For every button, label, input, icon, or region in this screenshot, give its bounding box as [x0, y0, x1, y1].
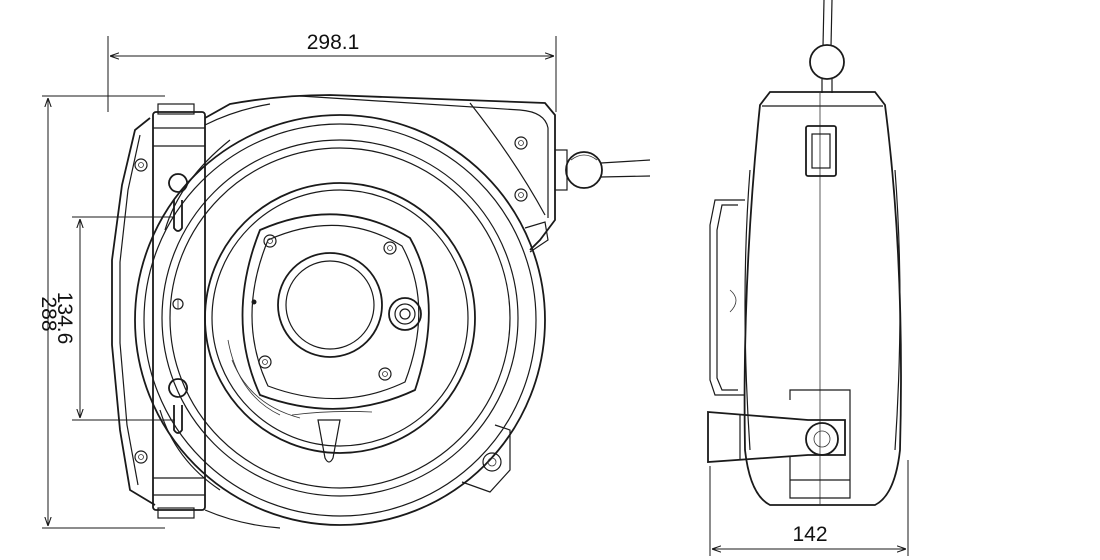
side-body: [743, 91, 902, 506]
housing-top-edge: [204, 94, 556, 251]
dimension-height: 288: [37, 95, 165, 529]
dimension-height-label: 288: [37, 296, 60, 331]
dimension-mount-spacing: 134.6: [53, 216, 175, 421]
side-view: [707, 0, 902, 506]
drum-band-outer: [161, 139, 519, 497]
dimension-depth: 142: [709, 460, 909, 556]
dimension-mount-spacing-label: 134.6: [53, 292, 76, 345]
dimension-width: 298.1: [107, 31, 557, 112]
side-plate: [709, 199, 745, 396]
lower-clip: [789, 389, 851, 499]
hose-outlet: [554, 149, 651, 191]
hub-ring: [204, 182, 476, 454]
bottom-pointer: [317, 419, 341, 463]
inner-plate: [241, 213, 430, 410]
center-hole: [277, 252, 383, 358]
housing-foot: [461, 424, 511, 493]
front-view: [111, 94, 651, 529]
hanging-hose: [809, 0, 845, 93]
dimension-width-label: 298.1: [307, 31, 360, 54]
plate-screws: [251, 234, 397, 381]
drum-outer: [134, 114, 546, 526]
swivel-fitting: [388, 297, 422, 331]
housing-screws: [134, 136, 528, 464]
top-clip: [805, 125, 837, 177]
side-handle: [707, 411, 846, 463]
front-housing-outline: [111, 117, 156, 506]
mounting-bracket: [152, 103, 206, 519]
dimension-depth-label: 142: [792, 523, 827, 546]
